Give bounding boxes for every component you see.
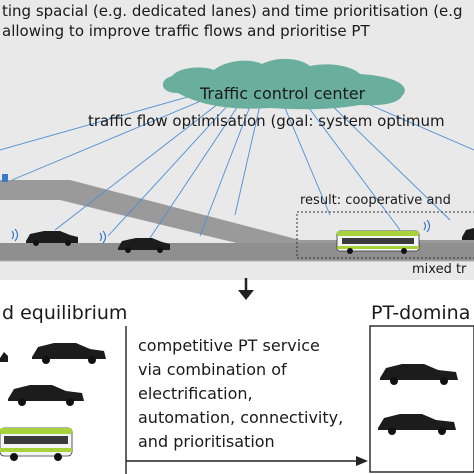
result-box: [296, 211, 474, 259]
center-text-line-1: competitive PT service: [138, 336, 320, 355]
traffic-sensor-icon: [2, 174, 8, 182]
wifi-icon: [11, 219, 431, 244]
center-text-line-4: automation, connectivity,: [138, 408, 344, 427]
signal-lines: [0, 84, 474, 239]
center-text-line-3: electrification,: [138, 384, 253, 403]
horizontal-arrow-head: [356, 456, 368, 466]
header-line-2: allowing to improve traffic flows and pr…: [2, 22, 370, 40]
cloud-label: Traffic control center: [200, 84, 366, 103]
right-panel-title: PT-domina: [371, 302, 471, 324]
down-arrow-head: [238, 290, 254, 300]
car-3: [462, 228, 474, 240]
right-car-2: [378, 414, 456, 435]
car-2: [118, 238, 170, 253]
left-bus: [0, 427, 73, 461]
left-car-2: [8, 385, 84, 406]
car-1: [26, 231, 78, 246]
center-text-line-5: and prioritisation: [138, 432, 275, 451]
optimisation-label: traffic flow optimisation (goal: system …: [88, 112, 445, 130]
left-panel-title: d equilibrium: [2, 302, 128, 324]
mixed-traffic-label: mixed tr: [412, 262, 467, 277]
right-panel-box: [369, 325, 474, 473]
bus-lower: [336, 230, 420, 254]
left-car-1: [32, 343, 106, 364]
result-label: result: cooperative and: [300, 193, 451, 208]
center-text-line-2: via combination of: [138, 360, 287, 379]
traffic-control-cloud: [162, 58, 405, 110]
left-car-3: [0, 352, 8, 362]
header-line-1: ting spacial (e.g. dedicated lanes) and …: [2, 2, 463, 20]
upper-road: [0, 180, 474, 258]
right-car-1: [380, 364, 458, 385]
